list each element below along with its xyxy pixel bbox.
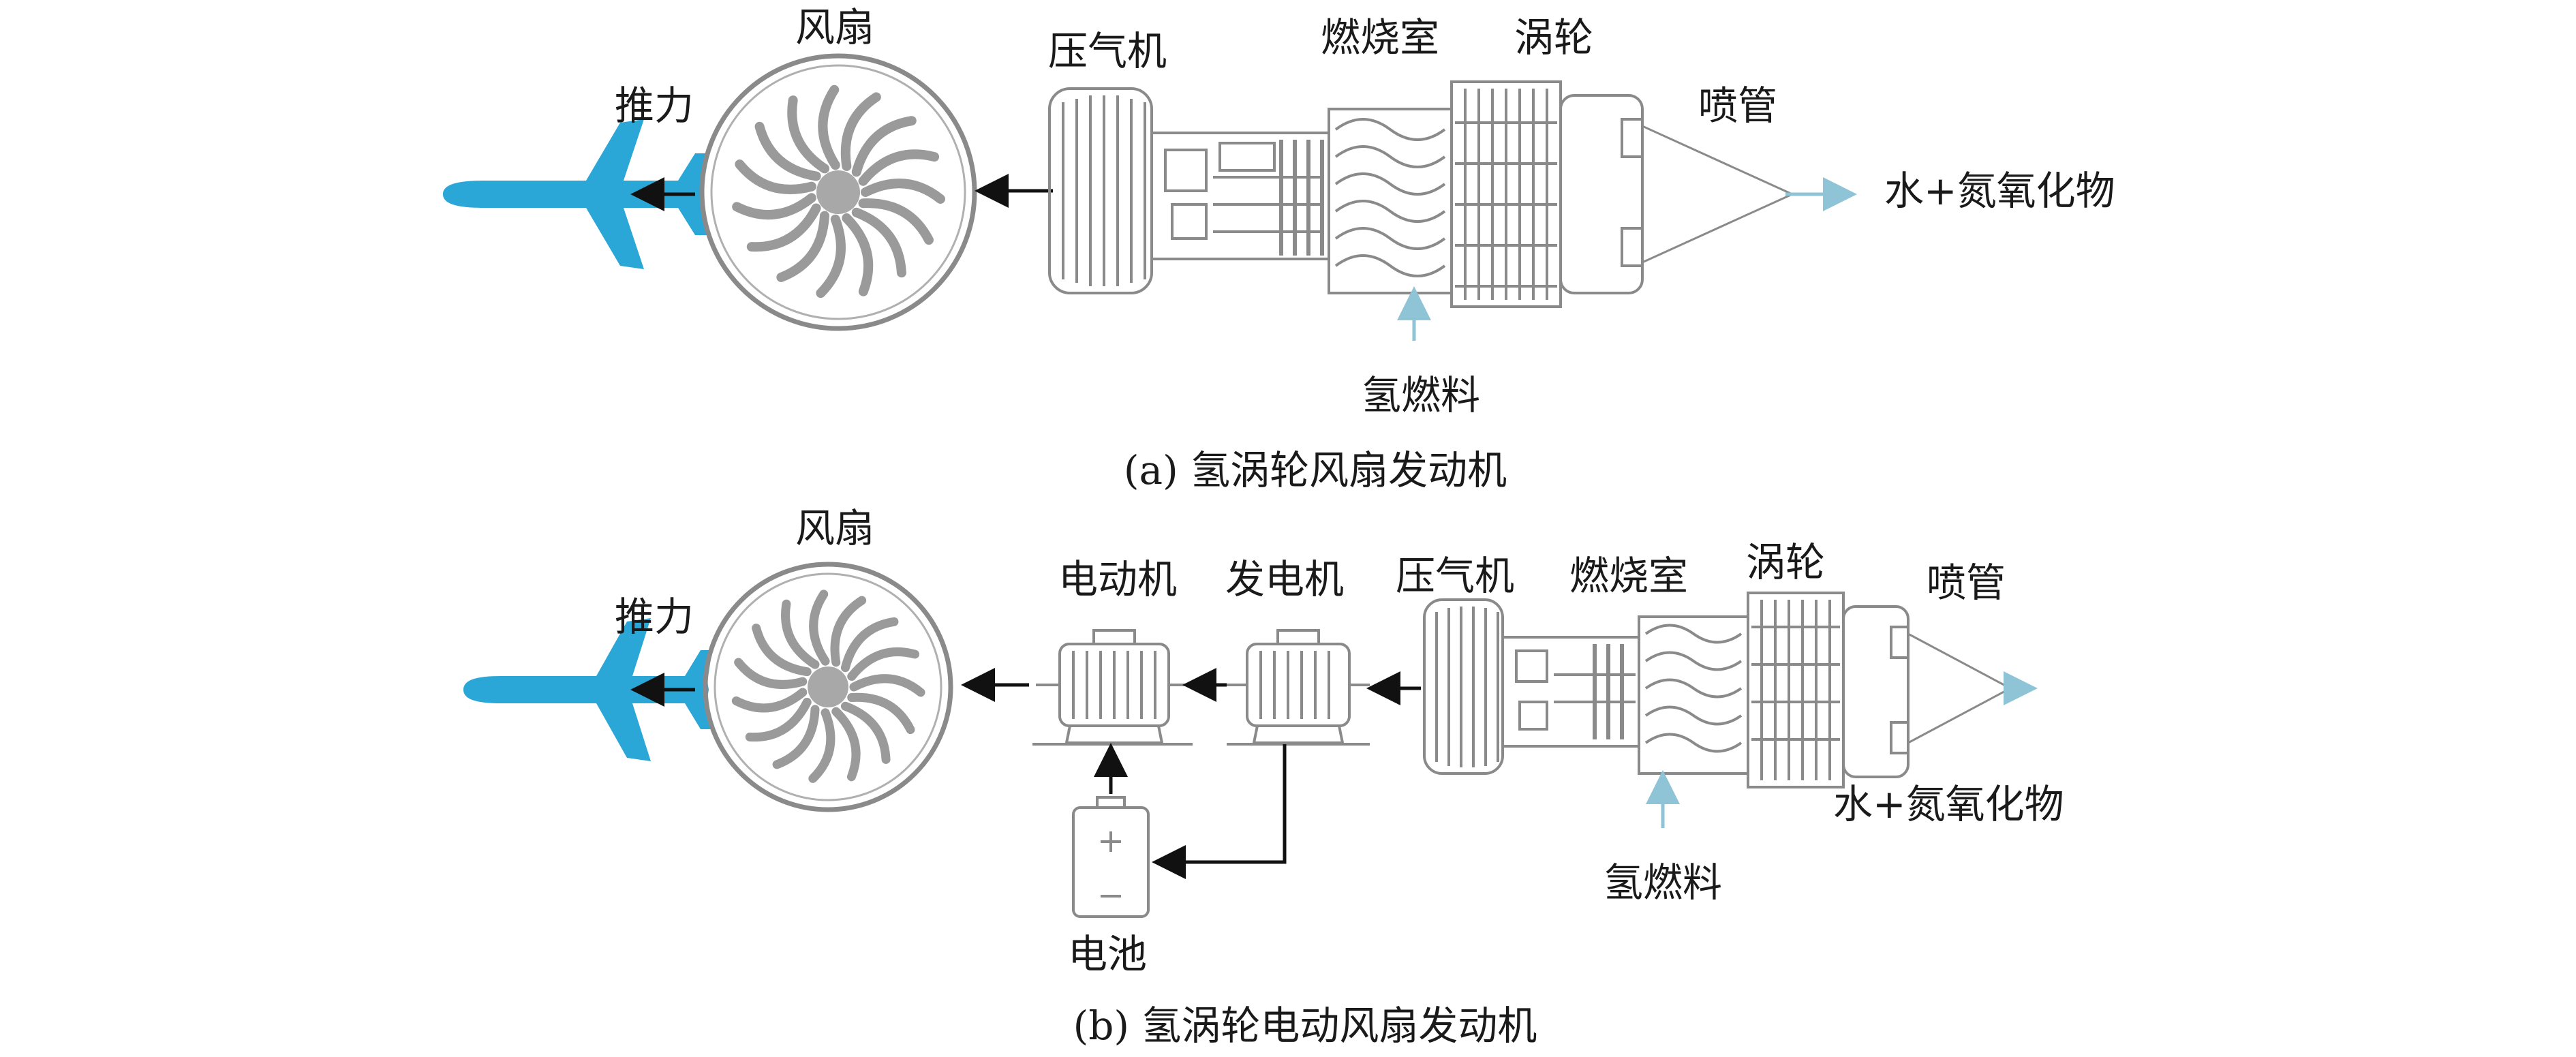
airplane-icon: [463, 618, 712, 761]
caption-a: (a) 氢涡轮风扇发动机: [1124, 447, 1507, 493]
turbine-label: 涡轮: [1746, 539, 1825, 585]
fan-icon: [699, 53, 977, 331]
compressor-label: 压气机: [1396, 553, 1514, 599]
fuel-label: 氢燃料: [1362, 372, 1480, 418]
compressor-label: 压气机: [1048, 28, 1167, 74]
battery-label: 电池: [1068, 931, 1147, 977]
turbojet-core-illustration: [1423, 592, 2011, 788]
generator-icon: [1227, 629, 1370, 746]
fan-label: 风扇: [795, 4, 874, 50]
exhaust-label: 水+氮氧化物: [1833, 781, 2064, 827]
battery-icon: [1072, 796, 1150, 918]
fan-icon: [703, 562, 953, 812]
exhaust-label: 水+氮氧化物: [1884, 168, 2115, 214]
combustor-label: 燃烧室: [1321, 14, 1439, 61]
fuel-label: 氢燃料: [1604, 859, 1722, 906]
thrust-label: 推力: [615, 82, 694, 129]
thrust-label: 推力: [615, 594, 694, 640]
turbine-label: 涡轮: [1514, 14, 1593, 61]
fan-label: 风扇: [795, 505, 874, 551]
nozzle-label: 喷管: [1927, 560, 2006, 606]
generator-to-battery-arrow: [1152, 744, 1287, 879]
electric-motor-icon: [1032, 629, 1193, 746]
combustor-label: 燃烧室: [1569, 553, 1688, 599]
turbofan-engine-illustration: [1048, 80, 1793, 308]
motor-label: 电动机: [1058, 556, 1177, 602]
generator-label: 发电机: [1225, 556, 1344, 602]
caption-b: (b) 氢涡轮电动风扇发动机: [1073, 1002, 1537, 1049]
airplane-icon: [443, 119, 707, 269]
panel-b: 推力 风扇: [463, 505, 2064, 1049]
nozzle-label: 喷管: [1698, 82, 1777, 129]
panel-a: 推力 风扇: [443, 4, 2115, 493]
